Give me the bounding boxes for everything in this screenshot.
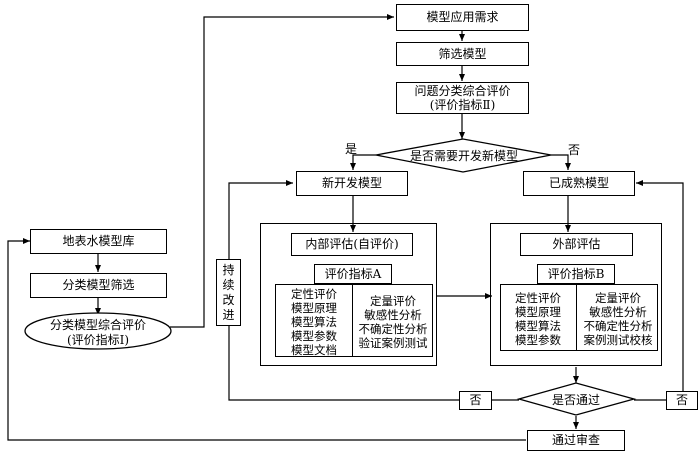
problem-classification-eval-box: 问题分类综合评价 (评价指标Ⅱ) — [396, 82, 529, 114]
mature-quant-0: 定量评价 — [595, 291, 641, 305]
index-b-table — [500, 284, 658, 351]
approved-box: 通过审查 — [527, 430, 625, 451]
external-eval-group — [490, 223, 662, 366]
library-label: 地表水模型库 — [62, 234, 135, 248]
mature-quant-3: 案例测试校核 — [583, 333, 653, 347]
improve-char-4: 进 — [222, 307, 235, 322]
internal-eval-group — [260, 223, 437, 366]
new-model-label: 新开发模型 — [321, 176, 382, 190]
no-left-box: 否 — [459, 391, 492, 410]
evaluate2-line1: 问题分类综合评价 — [414, 84, 511, 98]
no-right-box: 否 — [666, 391, 698, 410]
new-qual-1: 模型原理 — [291, 301, 337, 315]
model-application-need-box: 模型应用需求 — [396, 4, 529, 31]
new-model-box: 新开发模型 — [296, 171, 408, 196]
mature-model-label: 已成熟模型 — [548, 176, 609, 190]
decision-no-label: 否 — [568, 143, 581, 157]
evaluate2-line2: (评价指标Ⅱ) — [429, 98, 496, 112]
improve-char-1: 持 — [222, 262, 235, 277]
mature-qual-1: 模型原理 — [515, 305, 561, 319]
evaluate1-line2: (评价指标Ⅰ) — [66, 333, 130, 347]
no-right-label: 否 — [675, 393, 688, 407]
new-quant-1: 敏感性分析 — [364, 308, 422, 322]
mature-quant-2: 不确定性分析 — [583, 319, 653, 333]
index-b-label: 评价指标B — [547, 266, 605, 281]
decision-new-model-label: 是否需要开发新模型 — [410, 149, 519, 163]
mature-qual-3: 模型参数 — [515, 333, 561, 347]
mature-quant-1: 敏感性分析 — [589, 305, 647, 319]
internal-eval-label: 内部评估(自评价) — [305, 237, 399, 251]
index-a-label: 评价指标A — [324, 266, 382, 281]
internal-eval-box: 内部评估(自评价) — [291, 233, 413, 256]
mature-qual-2: 模型算法 — [515, 319, 561, 333]
no-left-label: 否 — [469, 393, 482, 407]
new-quantitative-list: 定量评价 敏感性分析 不确定性分析 验证案例测试 — [354, 294, 432, 350]
decision-new-model-shape — [375, 138, 552, 173]
new-qual-2: 模型算法 — [291, 315, 337, 329]
screen-model-box: 筛选模型 — [396, 42, 529, 66]
decision-yes-label: 是 — [345, 142, 358, 156]
classify-label: 分类模型筛选 — [62, 278, 135, 292]
decision-pass-shape — [516, 382, 637, 416]
index-a-table — [275, 284, 433, 357]
new-quant-0: 定量评价 — [370, 294, 416, 308]
external-eval-label: 外部评估 — [552, 237, 601, 251]
evaluate1-ellipse-shape — [24, 312, 172, 350]
new-quant-2: 不确定性分析 — [358, 322, 428, 336]
mature-qualitative-list: 定性评价 模型原理 模型算法 模型参数 — [502, 291, 574, 347]
new-qual-3: 模型参数 — [291, 329, 337, 343]
index-a-divider — [352, 284, 353, 357]
evaluate1-line1: 分类模型综合评价 — [49, 318, 146, 332]
index-a-box: 评价指标A — [314, 264, 392, 284]
continuous-improvement-box: 持 续 改 进 — [216, 259, 241, 326]
mature-qual-0: 定性评价 — [515, 291, 561, 305]
external-eval-box: 外部评估 — [520, 233, 633, 256]
approved-label: 通过审查 — [551, 433, 600, 447]
new-qualitative-list: 定性评价 模型原理 模型算法 模型参数 模型文档 — [277, 287, 351, 357]
new-quant-3: 验证案例测试 — [358, 336, 428, 350]
new-qual-0: 定性评价 — [291, 287, 337, 301]
improve-char-2: 续 — [222, 277, 235, 292]
mature-quantitative-list: 定量评价 敏感性分析 不确定性分析 案例测试校核 — [578, 291, 658, 347]
mature-model-box: 已成熟模型 — [523, 171, 635, 196]
evaluate1-text: 分类模型综合评价 (评价指标Ⅰ) — [36, 318, 160, 348]
index-b-box: 评价指标B — [537, 264, 615, 284]
screen-label: 筛选模型 — [438, 46, 487, 61]
new-qual-4: 模型文档 — [291, 343, 337, 357]
surface-water-model-library-box: 地表水模型库 — [30, 229, 167, 254]
improve-char-3: 改 — [222, 292, 235, 307]
pass-decision-label: 是否通过 — [552, 393, 601, 407]
index-b-divider — [576, 284, 577, 351]
need-label: 模型应用需求 — [426, 10, 499, 24]
classify-model-screen-box: 分类模型筛选 — [30, 273, 167, 298]
